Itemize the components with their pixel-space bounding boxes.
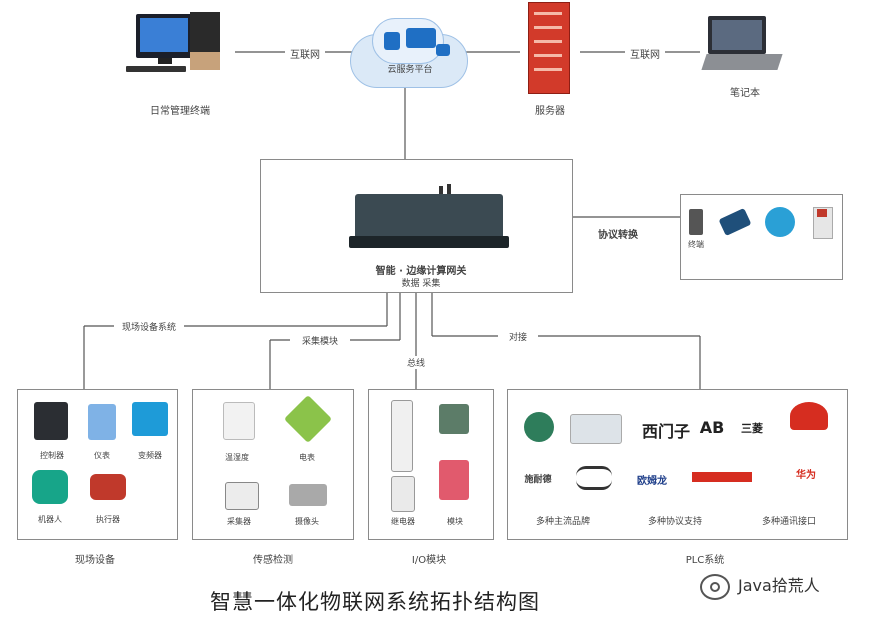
group1-item-0: 控制器 — [40, 451, 64, 460]
sphere-icon — [765, 207, 795, 237]
meter-panel-icon — [88, 404, 116, 440]
brand-3: 施耐德 — [524, 475, 552, 485]
relay-icon — [391, 400, 413, 472]
right-device-label: 终端 — [688, 240, 704, 249]
group2-item-2: 采集器 — [227, 517, 251, 526]
flower-icon — [283, 394, 333, 444]
group2-item-1: 电表 — [299, 453, 315, 462]
gateway-device-icon — [349, 184, 509, 254]
cloud-label: 云服务平台 — [387, 65, 433, 75]
group3-item-1: 模块 — [447, 517, 463, 526]
gateway-label: 智能 · 边缘计算网关 — [375, 266, 467, 277]
wechat-icon — [700, 573, 730, 600]
group3-item-0: 继电器 — [391, 517, 415, 526]
branch-center-label: 总线 — [396, 356, 436, 369]
scanner-icon — [718, 207, 752, 237]
brand-0: 西门子 — [641, 422, 690, 441]
group2-title: 传感检测 — [253, 555, 293, 566]
collector-icon — [225, 482, 259, 510]
group1-title: 现场设备 — [75, 555, 115, 566]
group4-title: PLC系统 — [685, 555, 725, 566]
group1-item-1: 仪表 — [94, 451, 110, 460]
gateway-link-right-label: 协议转换 — [598, 230, 638, 241]
plc-globe-icon — [524, 412, 554, 442]
module-icon — [439, 404, 469, 434]
server-icon — [522, 2, 574, 94]
actuator-icon — [90, 474, 126, 500]
brand-symbol-icon — [576, 466, 612, 490]
card-reader-icon — [689, 209, 703, 235]
brand-red-bar-icon — [692, 472, 752, 482]
gateway-sublabel: 数据 采集 — [401, 279, 441, 289]
branch-left-label: 现场设备系统 — [114, 320, 184, 333]
io-module-icon — [391, 476, 415, 512]
gateway-box: 智能 · 边缘计算网关 数据 采集 — [260, 159, 573, 293]
group2-item-0: 温湿度 — [225, 453, 249, 462]
plc-footer-2: 多种通讯接口 — [761, 517, 816, 527]
inverter-icon — [132, 402, 168, 436]
group-field-devices: 控制器 仪表 变频器 机器人 执行器 — [17, 389, 178, 540]
branch-right-label: 对接 — [498, 330, 538, 343]
server-label: 服务器 — [535, 106, 565, 117]
group1-item-3: 机器人 — [38, 515, 62, 524]
plc-panel-icon — [570, 414, 622, 444]
laptop-label: 笔记本 — [730, 88, 760, 99]
sensor-icon — [223, 402, 255, 440]
group-sensors: 温湿度 电表 采集器 摄像头 — [192, 389, 354, 540]
brand-2: 三菱 — [741, 422, 763, 435]
group1-item-4: 执行器 — [96, 515, 120, 524]
group-io: 继电器 模块 — [368, 389, 494, 540]
brand-4: 欧姆龙 — [637, 476, 667, 487]
link-left-label: 互联网 — [285, 46, 325, 61]
group-plc: 西门子 AB 三菱 施耐德 欧姆龙 华为 多种主流品牌 多种协议支持 多种通讯接… — [507, 389, 848, 540]
link-right-label: 互联网 — [625, 46, 665, 61]
pc-label: 日常管理终端 — [150, 106, 210, 117]
watermark-text: Java拾荒人 — [738, 576, 820, 595]
pcb-icon — [439, 460, 469, 500]
controller-icon — [34, 402, 68, 440]
plc-footer-1: 多种协议支持 — [647, 517, 702, 527]
watermark: Java拾荒人 — [700, 572, 820, 600]
group2-item-3: 摄像头 — [295, 517, 319, 526]
diagram-caption: 智慧一体化物联网系统拓扑结构图 — [210, 590, 540, 614]
cloud-icon — [350, 14, 470, 90]
plc-footer-0: 多种主流品牌 — [535, 517, 590, 527]
branch-mid-left-label: 采集模块 — [290, 334, 350, 347]
desktop-pc-icon — [124, 12, 234, 74]
laptop-icon — [701, 16, 784, 76]
huawei-logo-icon — [790, 402, 828, 430]
brand-1: AB — [699, 418, 725, 437]
robot-icon — [32, 470, 68, 504]
camera-icon — [289, 484, 327, 506]
group1-item-2: 变频器 — [138, 451, 162, 460]
brand-5: 华为 — [796, 470, 816, 481]
group3-title: I/O模块 — [411, 555, 447, 566]
right-devices-box: 终端 — [680, 194, 843, 280]
